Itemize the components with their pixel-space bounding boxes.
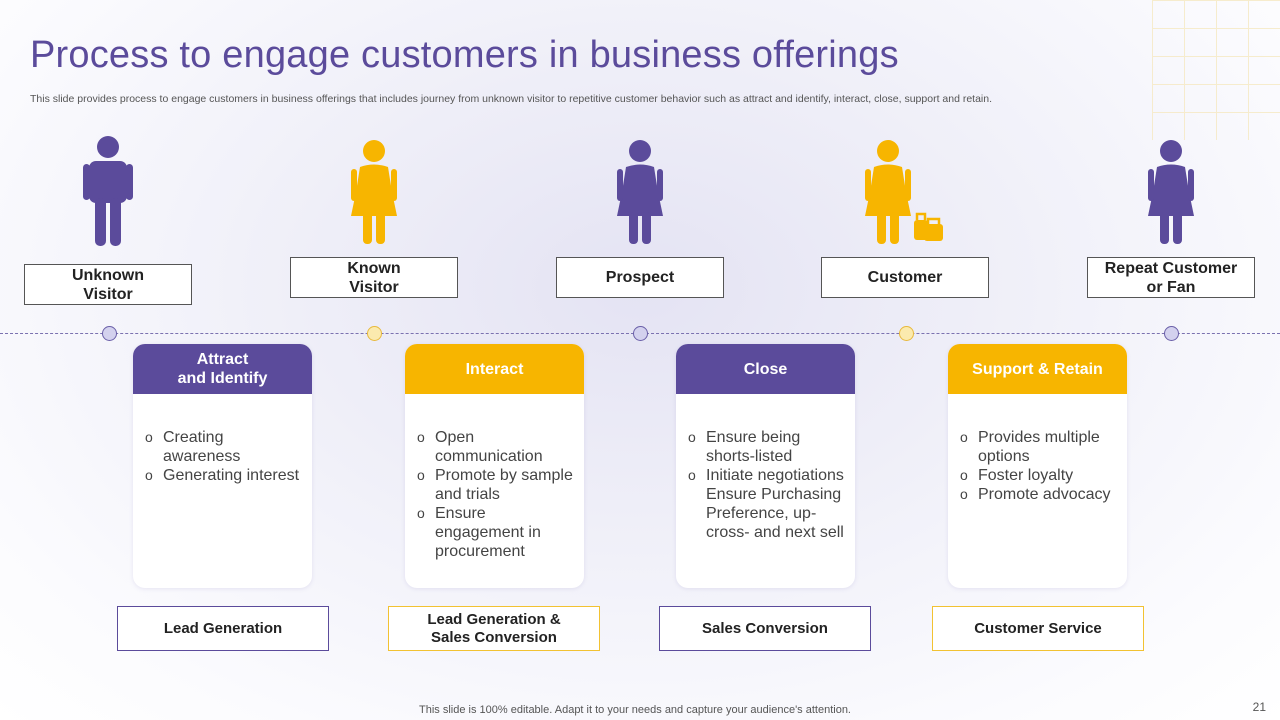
outcome-lead-generation-sales-conversion: Lead Generation & Sales Conversion [388, 606, 600, 651]
stage-card-interact: Interact Open communication Promote by s… [405, 344, 584, 588]
card-list-item: Initiate negotiations Ensure Purchasing … [688, 466, 847, 542]
outcome-label: Lead Generation [163, 619, 283, 637]
outcome-lead-generation: Lead Generation [117, 606, 329, 651]
stage-label-known-visitor: Known Visitor [290, 257, 458, 298]
card-list: Open communication Promote by sample and… [405, 394, 584, 561]
card-list: Provides multiple options Foster loyalty… [948, 394, 1127, 504]
female-person-icon [351, 140, 397, 244]
card-list-item: Open communication [417, 428, 576, 466]
timeline-dot [633, 326, 648, 341]
timeline-dot [102, 326, 117, 341]
stage-label-text: Known Visitor [347, 259, 401, 296]
stage-label-prospect: Prospect [556, 257, 724, 298]
card-list-item: Ensure being shorts-listed [688, 428, 847, 466]
card-list: Ensure being shorts-listed Initiate nego… [676, 394, 855, 542]
card-title: Close [743, 360, 788, 378]
stage-label-text: Unknown Visitor [72, 266, 144, 303]
female-person-with-bag-icon [865, 140, 943, 244]
stage-label-repeat-customer: Repeat Customer or Fan [1087, 257, 1255, 298]
stage-card-attract: Attract and Identify Creating awareness … [133, 344, 312, 588]
stage-label-text: Customer [867, 269, 943, 286]
stage-card-close: Close Ensure being shorts-listed Initiat… [676, 344, 855, 588]
card-list-item: Generating interest [145, 466, 304, 485]
card-header: Attract and Identify [133, 344, 312, 394]
stage-card-support-retain: Support & Retain Provides multiple optio… [948, 344, 1127, 588]
female-person-icon [1148, 140, 1194, 244]
card-list-item: Provides multiple options [960, 428, 1119, 466]
stage-label-unknown-visitor: Unknown Visitor [24, 264, 192, 305]
card-list-item: Promote by sample and trials [417, 466, 576, 504]
outcome-customer-service: Customer Service [932, 606, 1144, 651]
outcome-label: Lead Generation & Sales Conversion [427, 610, 561, 646]
card-header: Interact [405, 344, 584, 394]
outcome-label: Sales Conversion [702, 619, 828, 637]
card-header: Close [676, 344, 855, 394]
female-person-icon [617, 140, 663, 244]
card-list: Creating awareness Generating interest [133, 394, 312, 485]
card-list-item: Ensure engagement in procurement [417, 504, 576, 561]
card-list-item: Foster loyalty [960, 466, 1119, 485]
male-person-icon [83, 136, 133, 246]
stage-label-text: Prospect [605, 269, 675, 286]
card-title: Support & Retain [972, 360, 1103, 378]
page-title: Process to engage customers in business … [30, 34, 899, 76]
outcome-sales-conversion: Sales Conversion [659, 606, 871, 651]
stage-label-text: Repeat Customer or Fan [1104, 259, 1238, 296]
page-subtitle: This slide provides process to engage cu… [30, 93, 993, 105]
stage-label-customer: Customer [821, 257, 989, 298]
card-header: Support & Retain [948, 344, 1127, 394]
card-title: Interact [465, 360, 524, 378]
card-title: Attract and Identify [177, 351, 268, 387]
page-number: 21 [1252, 700, 1266, 714]
grid-decoration [1152, 0, 1280, 140]
footer-note: This slide is 100% editable. Adapt it to… [419, 704, 851, 716]
card-list-item: Creating awareness [145, 428, 304, 466]
timeline-dot [1164, 326, 1179, 341]
outcome-label: Customer Service [974, 619, 1102, 637]
timeline-dot [367, 326, 382, 341]
card-list-item: Promote advocacy [960, 485, 1119, 504]
timeline-dot [899, 326, 914, 341]
